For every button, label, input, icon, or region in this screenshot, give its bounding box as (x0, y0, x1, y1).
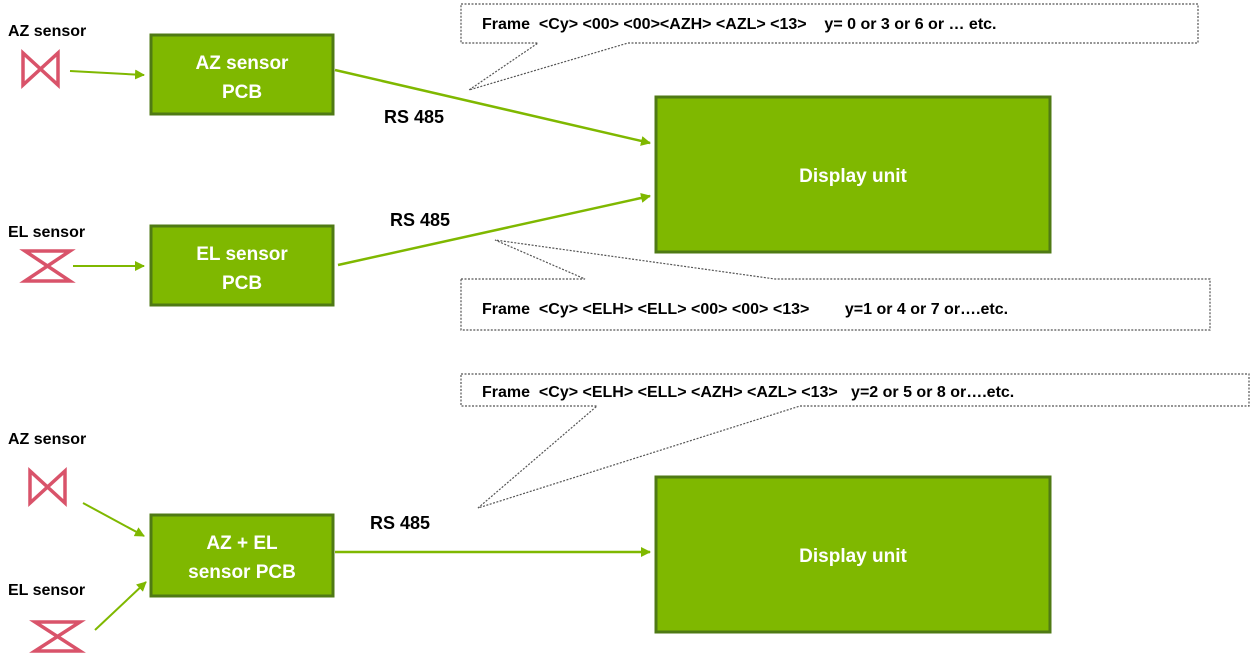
el-frame-text: Frame <Cy> <ELH> <ELL> <00> <00> <13> y=… (482, 301, 1008, 318)
el-rs485-label: RS 485 (390, 210, 450, 230)
az-frame-text: Frame <Cy> <00> <00><AZH> <AZL> <13> y= … (482, 16, 997, 33)
combo-frame-text: Frame <Cy> <ELH> <ELL> <AZH> <AZL> <13> … (482, 384, 1014, 401)
bottom-az-sensor-label: AZ sensor (8, 431, 86, 448)
az-sensor-label: AZ sensor (8, 23, 86, 40)
az-frame-callout: Frame <Cy> <00> <00><AZH> <AZL> <13> y= … (460, 3, 1199, 91)
az-rs485-label: RS 485 (384, 107, 444, 127)
az-sensor-pcb-box (149, 33, 335, 116)
el-frame-callout: Frame <Cy> <ELH> <ELL> <00> <00> <13> y=… (460, 239, 1211, 331)
az-sensor-arrow (69, 69, 145, 80)
combo-frame-callout: Frame <Cy> <ELH> <ELL> <AZH> <AZL> <13> … (460, 373, 1250, 509)
combo-sensor-pcb-line1: AZ + EL (206, 533, 278, 554)
display-unit-bottom-label: Display unit (799, 546, 907, 567)
display-unit-bottom (654, 475, 1052, 634)
az-sensor-icon (21, 49, 60, 89)
bottom-el-sensor-icon (29, 620, 86, 653)
bottom-az-sensor-icon (28, 467, 67, 507)
el-sensor-pcb-line2: PCB (222, 273, 262, 294)
el-sensor-icon (19, 249, 76, 283)
display-unit-top (654, 95, 1052, 254)
az-rs485-connection (334, 68, 651, 146)
combo-rs485-label: RS 485 (370, 513, 430, 533)
el-sensor-pcb-box (149, 224, 335, 307)
az-sensor-pcb-line2: PCB (222, 82, 262, 103)
bottom-az-sensor-arrow (82, 502, 145, 537)
bottom-el-sensor-arrow (94, 581, 147, 631)
display-unit-top-label: Display unit (799, 166, 907, 187)
el-rs485-connection (337, 193, 651, 267)
combo-sensor-pcb-line2: sensor PCB (188, 562, 296, 583)
el-sensor-pcb-line1: EL sensor (196, 244, 288, 265)
el-sensor-label: EL sensor (8, 224, 85, 241)
bottom-el-sensor-label: EL sensor (8, 582, 85, 599)
az-sensor-pcb-line1: AZ sensor (196, 53, 290, 74)
combo-sensor-pcb-box (149, 513, 335, 598)
